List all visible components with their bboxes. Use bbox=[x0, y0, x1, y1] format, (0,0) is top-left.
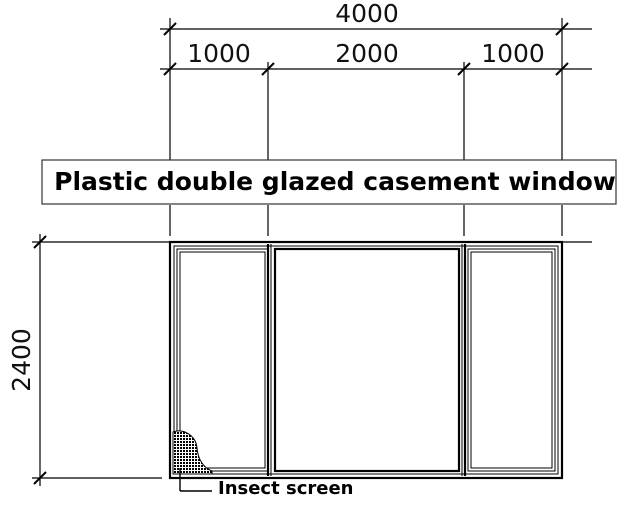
window-frame bbox=[168, 240, 564, 480]
center-panel-width-label: 2000 bbox=[335, 39, 399, 68]
insect-screen-callout bbox=[179, 468, 212, 492]
right-sash-inner bbox=[470, 251, 553, 469]
right-panel-width-label: 1000 bbox=[481, 39, 545, 68]
overall-width-label: 4000 bbox=[335, 0, 399, 28]
title-box: Plastic double glazed casement window bbox=[41, 159, 617, 205]
tick-mark bbox=[33, 235, 47, 249]
center-fixed-pane bbox=[273, 247, 461, 473]
tick-mark bbox=[33, 471, 47, 485]
overall-height-dimension bbox=[32, 234, 592, 486]
inner-frame-line bbox=[173, 245, 559, 475]
insect-screen-label: Insect screen bbox=[218, 478, 353, 499]
drawing-title: Plastic double glazed casement window bbox=[54, 167, 616, 196]
left-panel-width-label: 1000 bbox=[187, 39, 251, 68]
outer-frame bbox=[168, 240, 564, 480]
insect-screen-hatch bbox=[172, 430, 213, 475]
left-sash-inner bbox=[179, 251, 266, 469]
overall-height-label: 2400 bbox=[7, 328, 36, 392]
right-sash-outer bbox=[467, 248, 556, 472]
extension-lines bbox=[169, 18, 563, 236]
